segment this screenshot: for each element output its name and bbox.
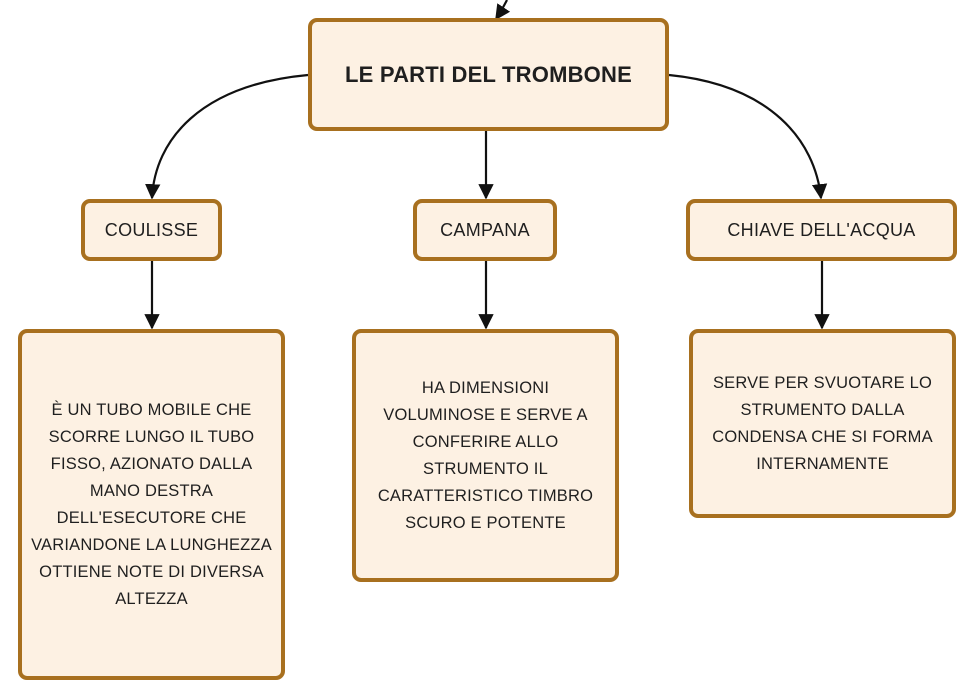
node-campana-label: CAMPANA — [440, 219, 530, 240]
description-coulisse[interactable]: È UN TUBO MOBILE CHE SCORRE LUNGO IL TUB… — [18, 329, 285, 680]
connector-root-chiave — [668, 73, 828, 200]
root-node[interactable]: LE PARTI DEL TROMBONE — [308, 18, 669, 131]
node-coulisse-label: COULISSE — [104, 219, 199, 240]
node-campana[interactable]: CAMPANA — [413, 199, 557, 261]
root-title: LE PARTI DEL TROMBONE — [345, 61, 632, 87]
description-chiave-text: SERVE PER SVUOTARE LO STRUMENTO DALLA CO… — [712, 373, 933, 473]
description-chiave-dell-acqua[interactable]: SERVE PER SVUOTARE LO STRUMENTO DALLA CO… — [689, 329, 956, 518]
node-chiave-label: CHIAVE DELL'ACQUA — [727, 219, 916, 240]
description-campana[interactable]: HA DIMENSIONI VOLUMINOSE E SERVE A CONFE… — [352, 329, 619, 582]
incoming-connector — [495, 0, 511, 21]
description-coulisse-text: È UN TUBO MOBILE CHE SCORRE LUNGO IL TUB… — [31, 400, 272, 608]
node-chiave-dell-acqua[interactable]: CHIAVE DELL'ACQUA — [686, 199, 957, 261]
connector-root-coulisse — [145, 73, 309, 200]
description-campana-text: HA DIMENSIONI VOLUMINOSE E SERVE A CONFE… — [377, 378, 594, 532]
node-coulisse[interactable]: COULISSE — [81, 199, 222, 261]
